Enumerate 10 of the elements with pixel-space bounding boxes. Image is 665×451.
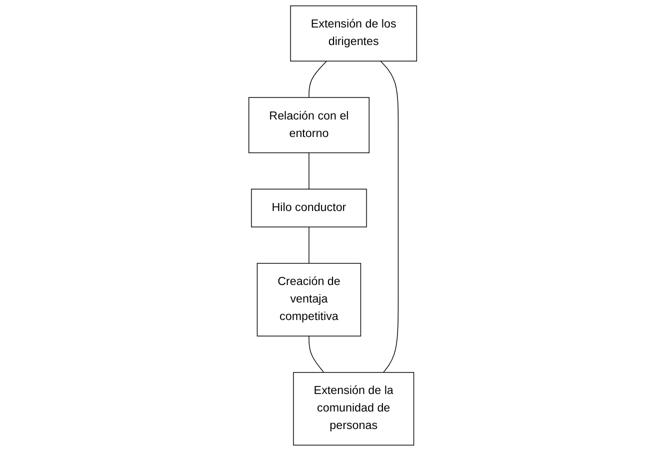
connector [308,60,327,98]
connector [380,60,398,373]
node-box: Extensión de los dirigentes [290,5,417,62]
node-box: Hilo conductor [250,188,367,228]
connector [308,152,310,190]
connector [308,336,324,373]
node-box: Creación de ventaja competitiva [256,262,361,336]
node-box: Relación con el entorno [248,97,370,154]
node-box: Extensión de la comunidad de personas [292,372,414,446]
connector [308,226,310,264]
